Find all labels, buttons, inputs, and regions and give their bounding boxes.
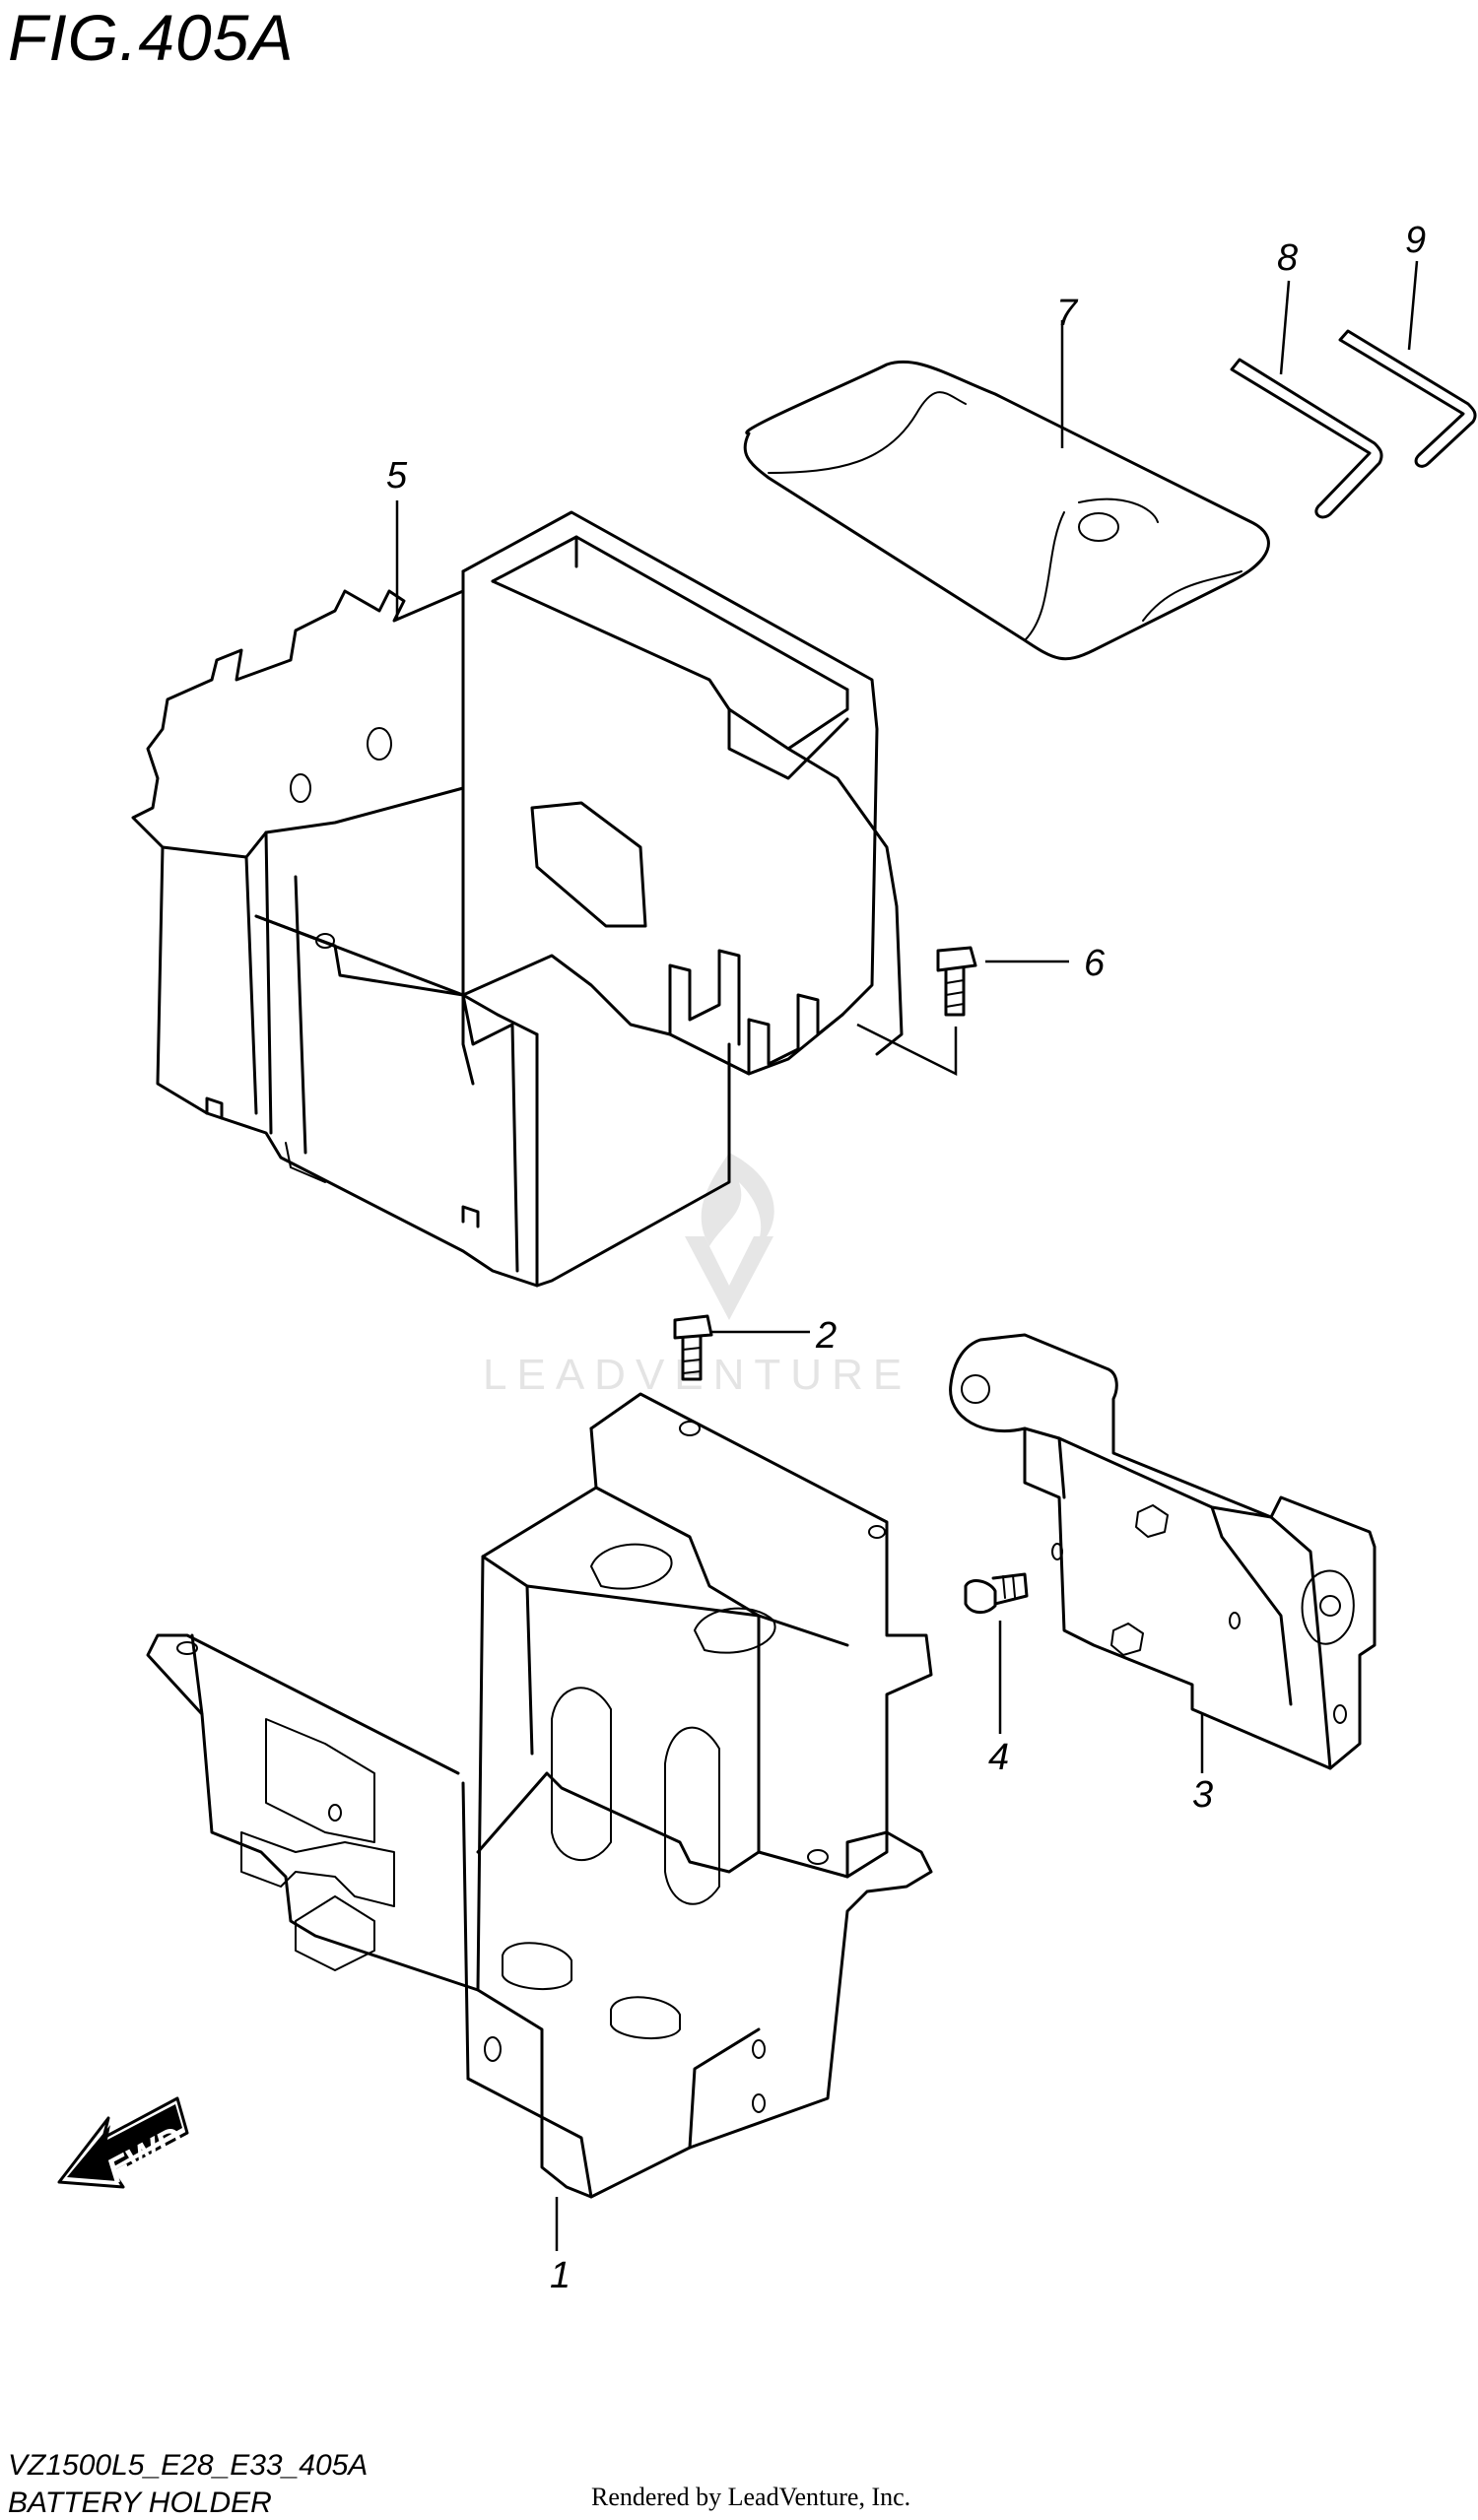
callout-3: 3 — [1192, 1774, 1213, 1816]
callout-5: 5 — [386, 455, 408, 497]
diagram-code: VZ1500L5_E28_E33_405A — [8, 2449, 369, 2482]
callout-9: 9 — [1405, 220, 1426, 261]
callout-7: 7 — [1056, 293, 1079, 334]
fwd-direction-badge: FWD — [57, 2096, 190, 2191]
battery-holder-bracket — [146, 1392, 933, 2199]
callout-8: 8 — [1277, 237, 1298, 279]
leader-lines — [395, 260, 1419, 2251]
diagram-caption: BATTERY HOLDER — [8, 2487, 272, 2519]
callout-6: 6 — [1084, 943, 1106, 984]
bolt-6 — [936, 946, 977, 1017]
watermark-text: LEADVENTURE — [483, 1351, 911, 1399]
callouts: 1 2 3 4 5 6 7 8 9 — [386, 220, 1426, 2296]
callout-4: 4 — [988, 1737, 1009, 1778]
render-credit: Rendered by LeadVenture, Inc. — [591, 2483, 911, 2511]
callout-1: 1 — [550, 2255, 571, 2296]
battery-box — [131, 510, 904, 1288]
callout-2: 2 — [815, 1315, 837, 1357]
side-bracket — [949, 1333, 1377, 1770]
figure-title: FIG.405A — [8, 1, 295, 74]
hex-key-8 — [1230, 358, 1383, 519]
bolt-2 — [673, 1314, 713, 1381]
battery-pad — [743, 360, 1270, 661]
bolt-4 — [964, 1572, 1029, 1614]
watermark: LEADVENTURE — [483, 1153, 911, 1399]
hex-key-9 — [1338, 329, 1477, 468]
